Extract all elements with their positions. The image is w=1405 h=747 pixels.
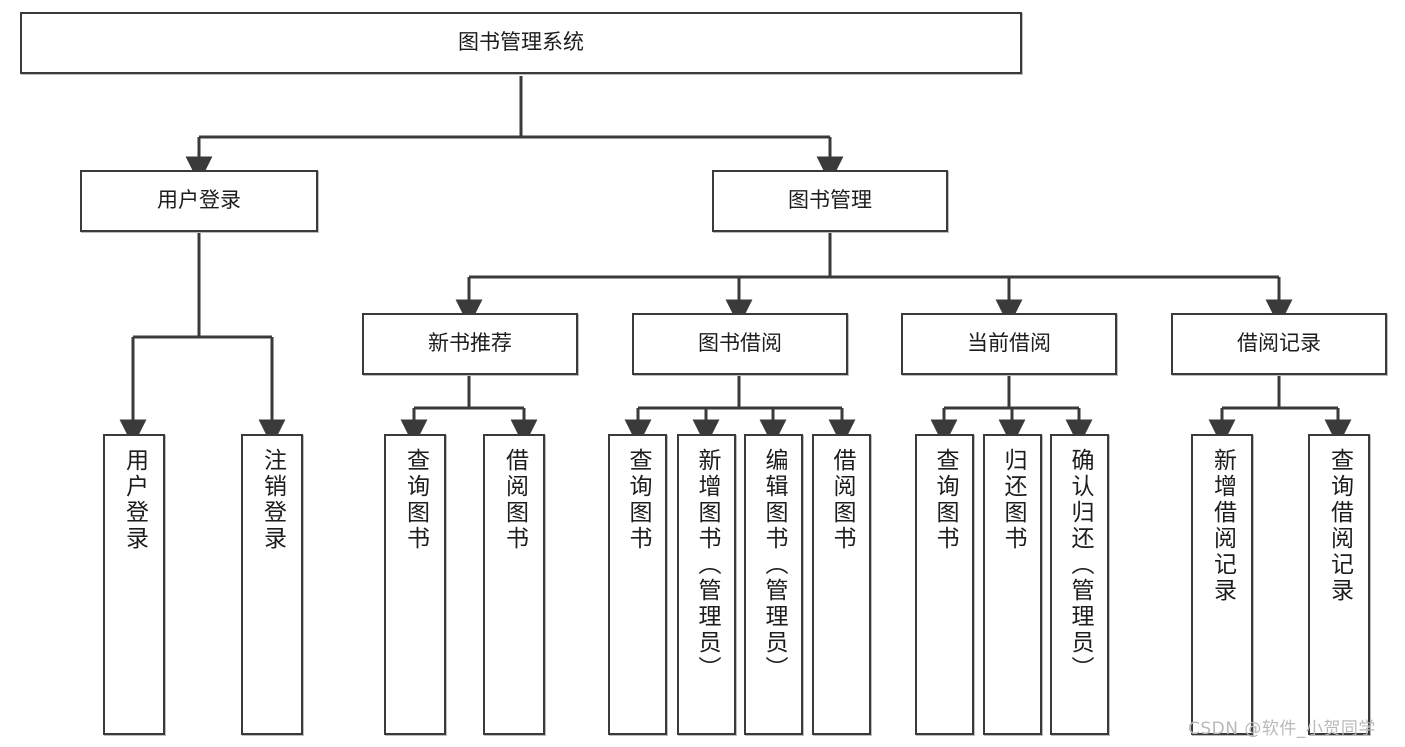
node-leaf-add-record-label: 新增借阅记录	[1209, 448, 1236, 604]
node-leaf-borrow-book-1[interactable]: 借阅图书	[483, 434, 545, 735]
node-borrow-record[interactable]: 借阅记录	[1171, 313, 1387, 375]
node-leaf-query-book-1[interactable]: 查询图书	[384, 434, 446, 735]
node-leaf-query-book-3[interactable]: 查询图书	[915, 434, 974, 735]
node-leaf-query-book-3-label: 查询图书	[932, 448, 958, 552]
node-leaf-logout-login-label: 注销登录	[259, 448, 286, 552]
node-root-label: 图书管理系统	[458, 30, 584, 55]
node-leaf-logout-login[interactable]: 注销登录	[241, 434, 303, 735]
node-leaf-confirm-return-label: 确认归还（管理员）	[1067, 448, 1093, 682]
node-leaf-borrow-book-2-label: 借阅图书	[829, 448, 855, 552]
node-leaf-borrow-book-1-label: 借阅图书	[501, 448, 528, 552]
csdn-watermark: CSDN @软件_小贺同学	[1188, 719, 1376, 739]
node-borrow-record-label: 借阅记录	[1237, 331, 1321, 356]
node-book-management-label: 图书管理	[788, 188, 872, 213]
node-leaf-query-book-2-label: 查询图书	[625, 448, 651, 552]
node-leaf-add-book-label: 新增图书（管理员）	[694, 448, 720, 682]
node-user-login-label: 用户登录	[157, 188, 241, 213]
node-leaf-add-book[interactable]: 新增图书（管理员）	[677, 434, 736, 735]
node-book-management[interactable]: 图书管理	[712, 170, 948, 232]
node-book-borrow[interactable]: 图书借阅	[632, 313, 848, 375]
node-leaf-user-login[interactable]: 用户登录	[103, 434, 165, 735]
node-leaf-edit-book-label: 编辑图书（管理员）	[761, 448, 787, 682]
node-leaf-edit-book[interactable]: 编辑图书（管理员）	[744, 434, 803, 735]
node-leaf-user-login-label: 用户登录	[121, 448, 148, 552]
node-leaf-query-record-label: 查询借阅记录	[1326, 448, 1353, 604]
node-leaf-return-book[interactable]: 归还图书	[983, 434, 1042, 735]
node-leaf-query-record[interactable]: 查询借阅记录	[1308, 434, 1370, 735]
node-user-login[interactable]: 用户登录	[80, 170, 318, 232]
node-leaf-borrow-book-2[interactable]: 借阅图书	[812, 434, 871, 735]
node-new-book-recommend-label: 新书推荐	[428, 331, 512, 356]
node-root[interactable]: 图书管理系统	[20, 12, 1022, 74]
node-leaf-query-book-2[interactable]: 查询图书	[608, 434, 667, 735]
node-book-borrow-label: 图书借阅	[698, 331, 782, 356]
node-leaf-return-book-label: 归还图书	[1000, 448, 1026, 552]
node-leaf-query-book-1-label: 查询图书	[402, 448, 429, 552]
node-leaf-confirm-return[interactable]: 确认归还（管理员）	[1050, 434, 1109, 735]
node-current-borrow[interactable]: 当前借阅	[901, 313, 1117, 375]
node-leaf-add-record[interactable]: 新增借阅记录	[1191, 434, 1253, 735]
node-current-borrow-label: 当前借阅	[967, 331, 1051, 356]
node-new-book-recommend[interactable]: 新书推荐	[362, 313, 578, 375]
